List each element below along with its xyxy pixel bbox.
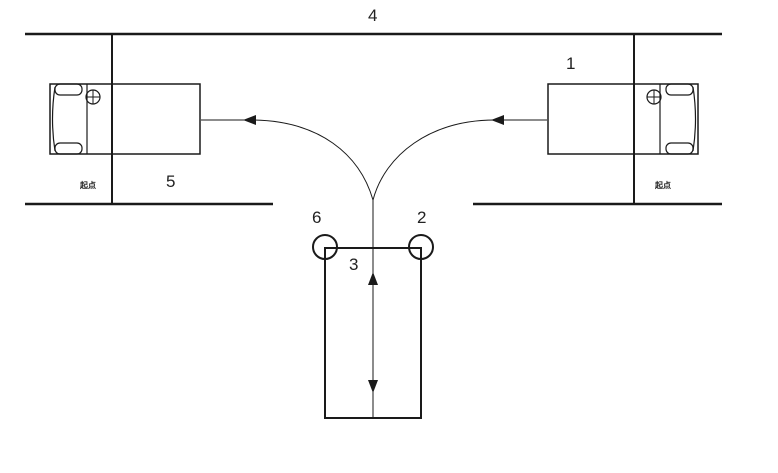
car-left (49, 83, 201, 155)
arrow-up-icon (368, 272, 378, 285)
marking-left-zone: 起点 (79, 180, 96, 190)
arrow-right-icon (491, 115, 504, 125)
post-left-icon (312, 234, 338, 260)
label-road: 4 (368, 6, 377, 25)
path-right-curve (372, 119, 547, 201)
arrow-left-icon (243, 115, 256, 125)
label-post-right: 2 (417, 208, 426, 227)
post-right-icon (408, 234, 434, 260)
marking-right-zone: 起点 (654, 180, 671, 190)
label-car-right: 1 (566, 54, 575, 73)
label-stop-left: 5 (166, 172, 175, 191)
path-left-curve (201, 119, 374, 201)
car-right (547, 83, 699, 155)
label-post-left: 6 (312, 208, 321, 227)
arrow-down-icon (368, 380, 378, 393)
label-turntable: 3 (349, 255, 358, 274)
